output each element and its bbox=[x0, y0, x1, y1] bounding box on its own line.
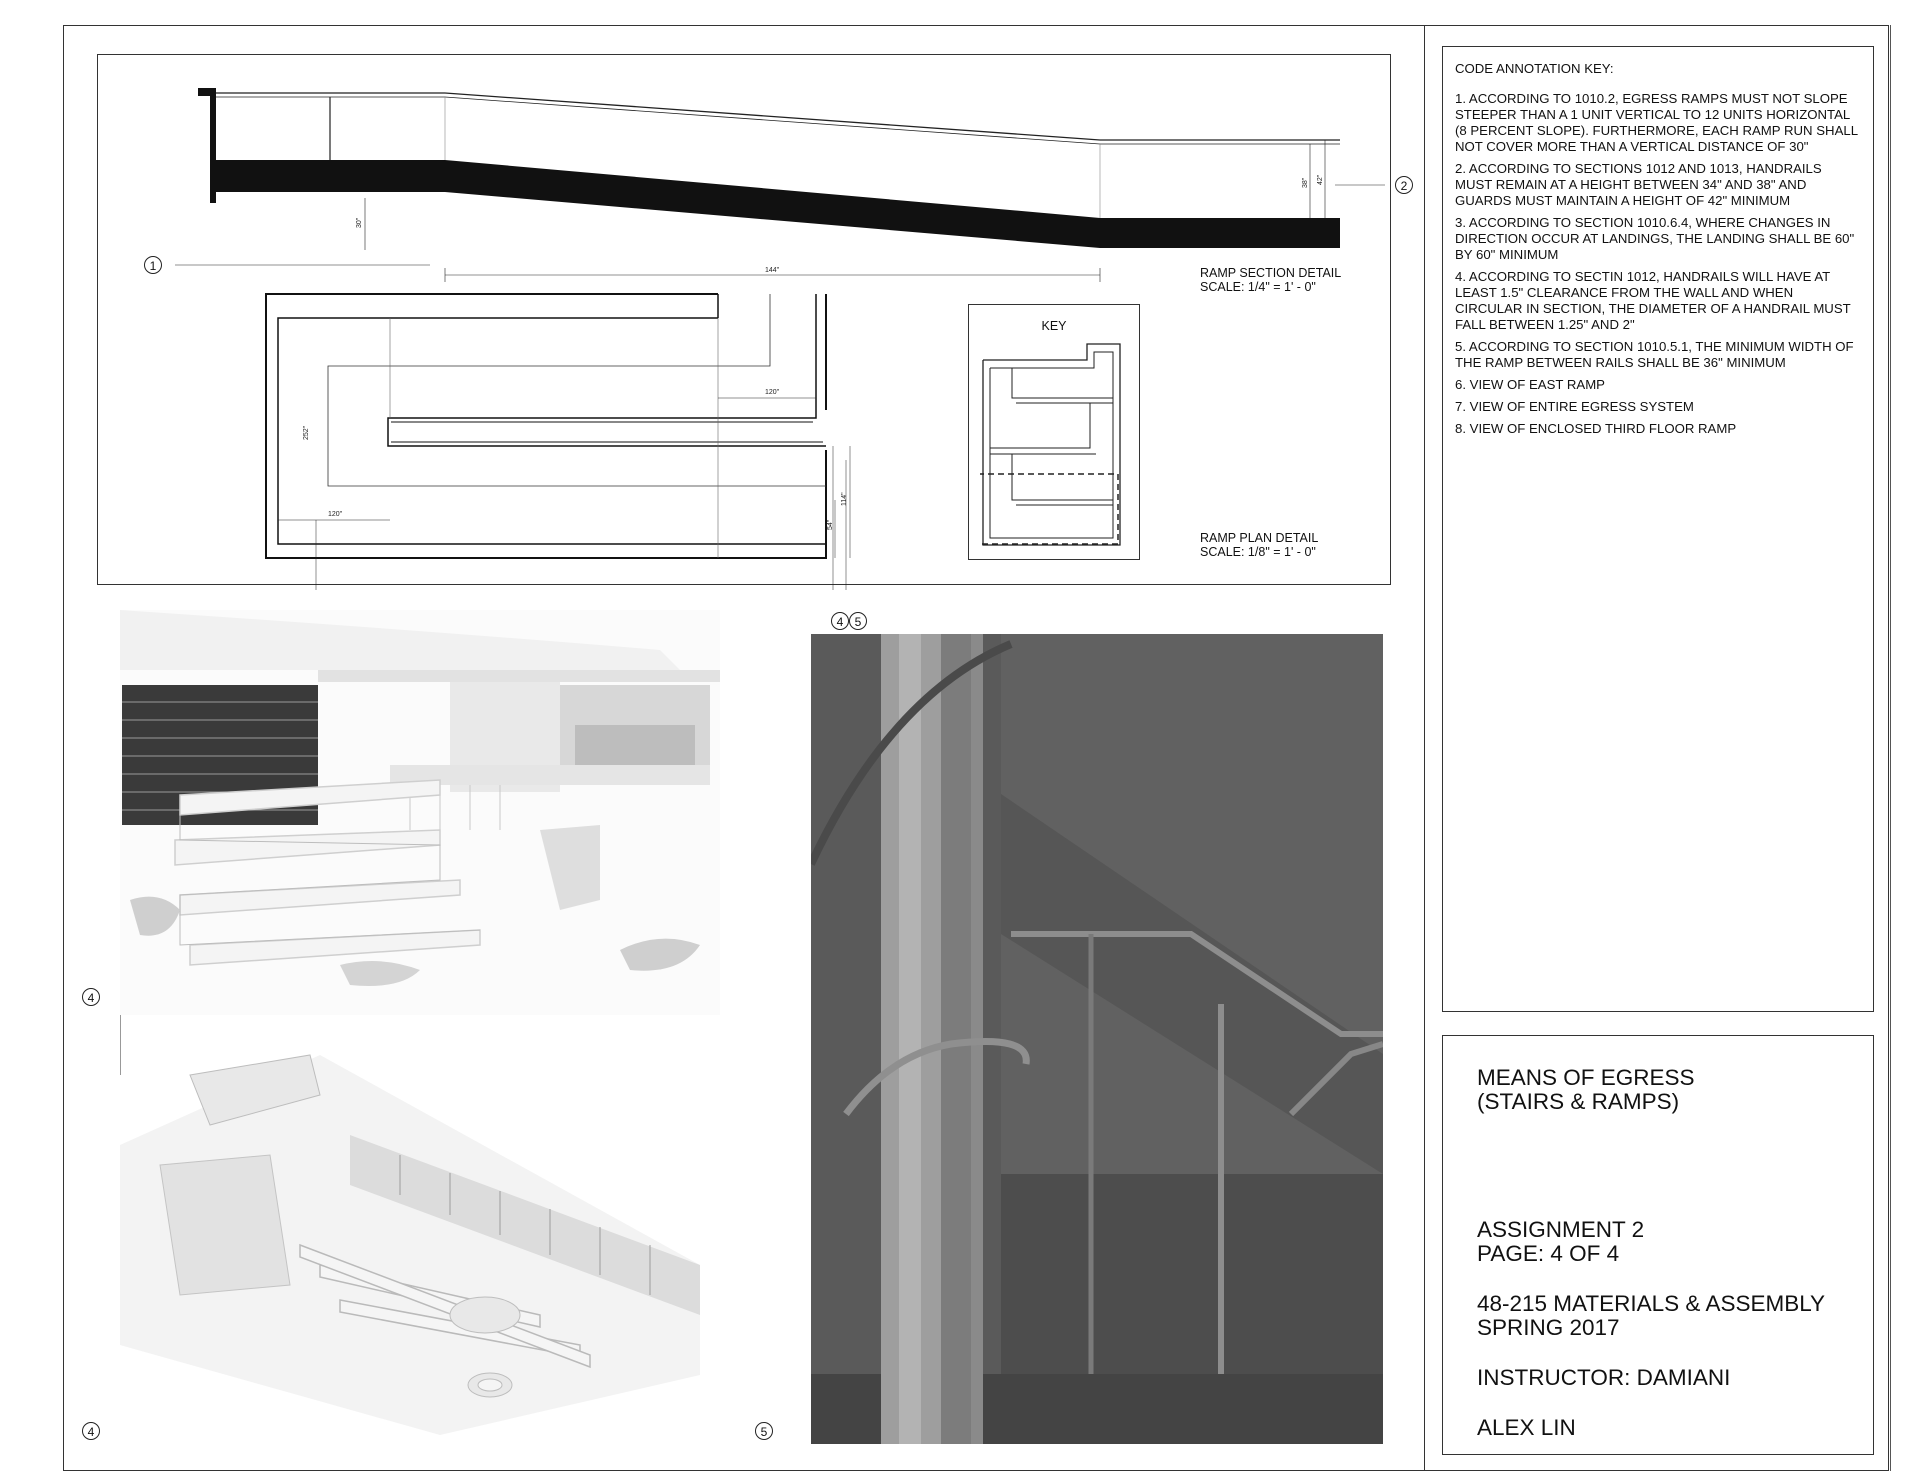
code-annotation-key: CODE ANNOTATION KEY: 1. ACCORDING TO 101… bbox=[1455, 61, 1861, 437]
title-block: MEANS OF EGRESS (STAIRS & RAMPS) ASSIGNM… bbox=[1442, 1035, 1874, 1455]
callout-5-enclosed-ramp: 5 bbox=[755, 1422, 773, 1440]
code-key-item-1: 1. ACCORDING TO 1010.2, EGRESS RAMPS MUS… bbox=[1455, 91, 1858, 154]
callout-5: 5 bbox=[849, 612, 867, 630]
section-detail-scale: SCALE: 1/4" = 1' - 0" bbox=[1200, 280, 1316, 294]
assignment-number: ASSIGNMENT 2 bbox=[1477, 1217, 1645, 1242]
svg-text:54": 54" bbox=[827, 519, 834, 530]
code-key-item-3: 3. ACCORDING TO SECTION 1010.6.4, WHERE … bbox=[1455, 215, 1855, 262]
section-detail-title: RAMP SECTION DETAIL bbox=[1200, 266, 1342, 280]
code-key-item-7: 7. VIEW OF ENTIRE EGRESS SYSTEM bbox=[1455, 399, 1694, 414]
ramp-plan-detail: 120" 120" 252" 114" 54" bbox=[265, 293, 851, 590]
key-label: KEY bbox=[1041, 319, 1067, 333]
callout-1: 1 bbox=[144, 256, 162, 274]
svg-text:252": 252" bbox=[303, 425, 310, 440]
code-key-item-6: 6. VIEW OF EAST RAMP bbox=[1455, 377, 1605, 392]
plan-detail-scale: SCALE: 1/8" = 1' - 0" bbox=[1200, 545, 1316, 559]
callout-4: 4 bbox=[831, 612, 849, 630]
sheet-edge-line bbox=[1890, 25, 1891, 1471]
course-name: 48-215 MATERIALS & ASSEMBLY bbox=[1477, 1291, 1826, 1316]
render-egress-system bbox=[120, 1015, 720, 1435]
callout-4-egress-system: 4 bbox=[82, 1422, 100, 1440]
title-line-1: MEANS OF EGRESS bbox=[1477, 1065, 1695, 1090]
svg-text:120": 120" bbox=[765, 389, 780, 396]
key-diagram-plan bbox=[980, 343, 1121, 546]
ramp-section-detail: 30" 38" 42" 144" bbox=[175, 88, 1385, 282]
render-east-ramp bbox=[120, 610, 720, 1030]
svg-text:42": 42" bbox=[1317, 174, 1324, 185]
svg-text:120": 120" bbox=[328, 511, 343, 518]
section-detail-label: RAMP SECTION DETAIL SCALE: 1/4" = 1' - 0… bbox=[1200, 266, 1341, 294]
page-number: PAGE: 4 OF 4 bbox=[1477, 1241, 1620, 1266]
code-key-item-4: 4. ACCORDING TO SECTIN 1012, HANDRAILS W… bbox=[1455, 269, 1851, 332]
callout-4-east-ramp: 4 bbox=[82, 988, 100, 1006]
code-key-item-2: 2. ACCORDING TO SECTIONS 1012 AND 1013, … bbox=[1455, 161, 1822, 208]
plan-detail-title: RAMP PLAN DETAIL bbox=[1200, 531, 1319, 545]
code-key-heading: CODE ANNOTATION KEY: bbox=[1455, 61, 1614, 76]
svg-text:38": 38" bbox=[1302, 177, 1309, 188]
instructor-name: INSTRUCTOR: DAMIANI bbox=[1477, 1365, 1731, 1390]
code-key-item-8: 8. VIEW OF ENCLOSED THIRD FLOOR RAMP bbox=[1455, 421, 1737, 436]
detail-drawing-frame bbox=[97, 54, 1391, 585]
svg-text:30": 30" bbox=[356, 217, 363, 228]
term: SPRING 2017 bbox=[1477, 1315, 1620, 1340]
render-enclosed-ramp bbox=[811, 634, 1383, 1444]
plan-detail-label: RAMP PLAN DETAIL SCALE: 1/8" = 1' - 0" bbox=[1200, 531, 1318, 559]
sheet-border bbox=[63, 25, 1889, 1471]
key-diagram: KEY bbox=[968, 304, 1140, 560]
code-annotation-panel: CODE ANNOTATION KEY: 1. ACCORDING TO 101… bbox=[1442, 46, 1874, 1012]
title-block-text: MEANS OF EGRESS (STAIRS & RAMPS) ASSIGNM… bbox=[1477, 1066, 1825, 1440]
svg-text:114": 114" bbox=[841, 492, 848, 506]
code-key-item-5: 5. ACCORDING TO SECTION 1010.5.1, THE MI… bbox=[1455, 339, 1854, 370]
title-block-divider bbox=[1424, 25, 1425, 1471]
svg-text:144": 144" bbox=[765, 267, 780, 274]
callout-2: 2 bbox=[1395, 176, 1413, 194]
title-line-2: (STAIRS & RAMPS) bbox=[1477, 1089, 1680, 1114]
author-name: ALEX LIN bbox=[1477, 1415, 1576, 1440]
